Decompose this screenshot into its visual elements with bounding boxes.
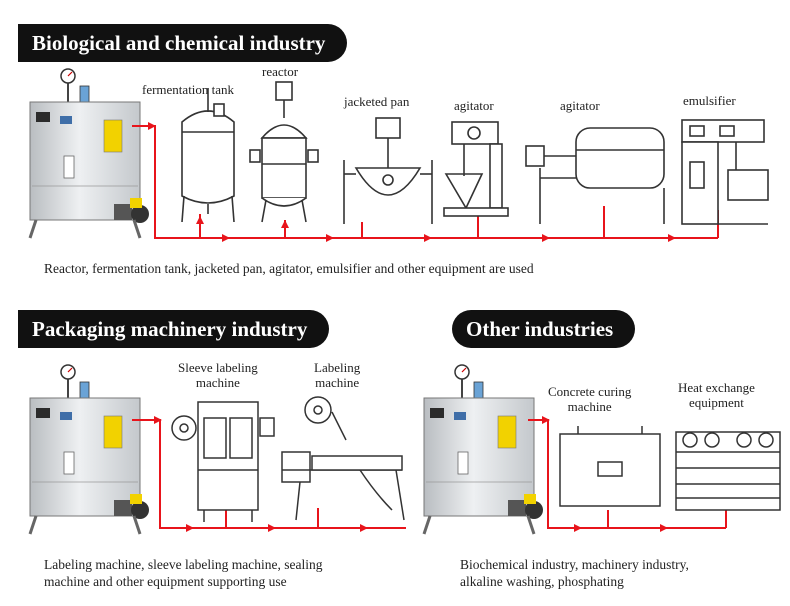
heat-exchange-equipment-icon [675,431,781,511]
label-emulsifier: emulsifier [683,93,736,108]
fermentation-tank-icon [181,88,235,223]
description-packaging: Labeling machine, sleeve labeling machin… [44,557,323,589]
sleeve-labeling-machine-icon [171,401,275,522]
steam-pipe [528,419,727,529]
flow-arrows [154,416,368,532]
agitator-horizontal-icon [525,127,665,224]
steam-generator-icon [422,363,545,536]
label-reactor: reactor [262,64,299,79]
flow-arrows [542,416,668,532]
label-heat-exchange-equipment: Heat exchange equipment [678,380,755,410]
description-biological-chemical: Reactor, fermentation tank, jacketed pan… [44,261,534,276]
steam-generator-icon [28,363,151,536]
reactor-icon [249,81,319,223]
flow-arrows [148,122,676,242]
section-title-packaging: Packaging machinery industry [18,310,330,348]
label-agitator-1: agitator [454,98,494,113]
label-agitator-2: agitator [560,98,600,113]
concrete-curing-machine-icon [559,426,661,507]
description-other: Biochemical industry, machinery industry… [460,557,689,589]
label-labeling-machine: Labeling machine [314,360,361,390]
label-fermentation-tank: fermentation tank [142,82,235,97]
section-title-other: Other industries [452,310,636,348]
labeling-machine-icon [281,396,405,521]
label-sleeve-labeling-machine: Sleeve labeling machine [178,360,258,390]
label-jacketed-pan: jacketed pan [344,94,410,109]
label-concrete-curing-machine: Concrete curing machine [548,384,632,414]
steam-generator-icon [28,67,151,240]
jacketed-pan-icon [343,117,433,224]
steam-pipe [132,419,406,529]
agitator-mixer-icon [443,121,509,217]
section-title-biological-chemical: Biological and chemical industry [18,24,348,62]
emulsifier-icon [681,119,769,225]
